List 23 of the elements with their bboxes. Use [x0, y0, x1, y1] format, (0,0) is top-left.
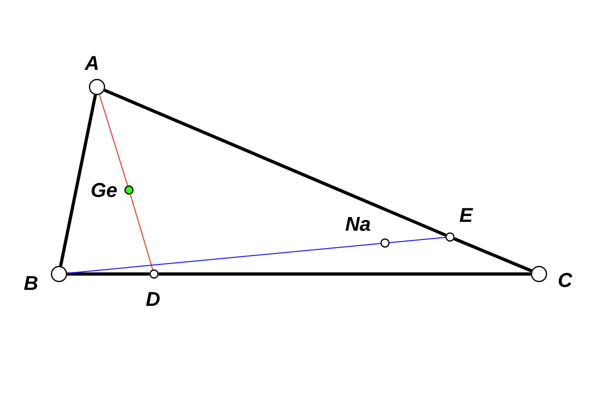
line-segment: [389, 236, 446, 244]
line-segment: [98, 94, 128, 186]
point-marker: [380, 238, 390, 248]
point-marker: [530, 266, 548, 282]
point-marker: [124, 185, 134, 195]
point-marker: [445, 232, 455, 242]
point-label: B: [24, 276, 38, 290]
point-label: Na: [346, 217, 370, 231]
point-label: C: [558, 272, 572, 288]
line-segment: [130, 194, 154, 270]
point-label: Ge: [92, 182, 117, 198]
line-segment: [67, 272, 150, 276]
point-label: E: [460, 208, 474, 222]
point-label: D: [146, 292, 160, 306]
line-segment: [66, 242, 381, 274]
point-marker: [50, 266, 68, 282]
point-label: A: [84, 56, 98, 70]
point-marker: [149, 269, 159, 279]
line-segment: [104, 88, 446, 237]
point-marker: [88, 78, 106, 96]
line-segment: [454, 237, 532, 272]
line-segment: [158, 272, 531, 276]
line-segment: [59, 94, 97, 266]
